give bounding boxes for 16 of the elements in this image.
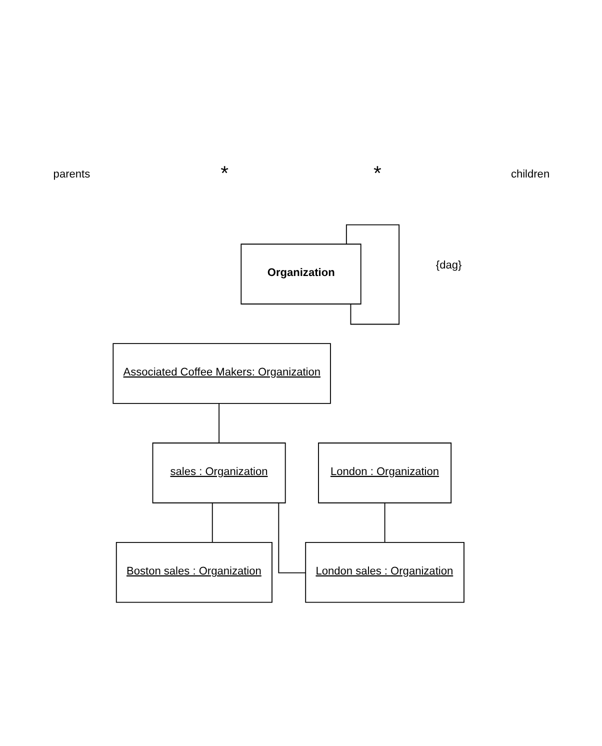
label: * (220, 162, 229, 184)
edge-label: {dag} (436, 258, 462, 271)
label: children (510, 168, 550, 180)
node-box: sales : Organization (152, 442, 286, 503)
node-box: Boston sales : Organization (116, 542, 272, 602)
connector (218, 402, 220, 443)
connector (212, 502, 213, 542)
label: parents (53, 168, 90, 180)
node-box: London sales : Organization (305, 542, 464, 602)
label: * (373, 162, 382, 184)
node-box: London : Organization (318, 442, 452, 503)
node-box: Organization (240, 243, 362, 304)
node-box: Associated Coffee Makers: Organization (112, 342, 331, 404)
connector (278, 502, 306, 573)
connector (384, 502, 386, 542)
connector (346, 224, 400, 324)
